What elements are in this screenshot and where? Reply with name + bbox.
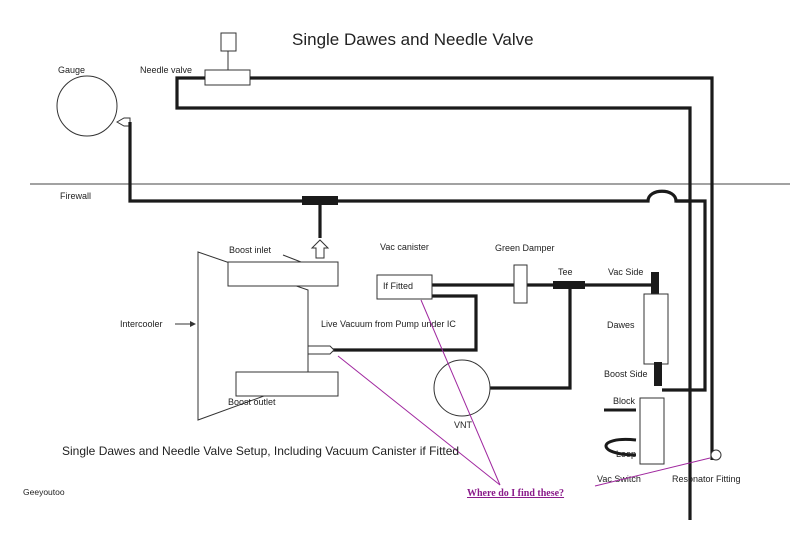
boost-inlet-pipe [227,261,339,287]
needle-valve-body [204,69,251,86]
dawes-vac-fitting [651,272,659,296]
if-fitted-label: If Fitted [383,281,413,291]
live-vacuum-label: Live Vacuum from Pump under IC [321,319,456,329]
vacuum-lines [128,76,714,520]
boost-inlet-label: Boost inlet [229,245,272,255]
gauge-dial [56,75,118,137]
gauge-label: Gauge [58,65,85,75]
live-vacuum-line [331,294,478,352]
needle-valve-line-right [250,76,714,460]
vac-switch-label: Vac Switch [597,474,641,484]
boost-side-label: Boost Side [604,369,648,379]
gauge [56,75,131,137]
green-damper [513,264,528,304]
vac-switch [639,397,665,465]
leader-to-live-vacuum [337,355,501,486]
leader-to-canister [420,299,501,486]
green-damper-label: Green Damper [495,243,555,253]
dawes-valve [643,272,669,386]
firewall-run-line [302,189,690,203]
caption: Single Dawes and Needle Valve Setup, Inc… [62,444,459,458]
credit: Geeyoutoo [23,487,65,497]
intercooler-pointer-head [190,321,196,327]
boost-side-return-line [662,199,707,392]
loop-hose [604,437,637,457]
dawes-label: Dawes [607,320,635,330]
needle-valve [204,32,251,86]
intercooler [175,251,339,421]
question-leaders [337,299,711,487]
block-label: Block [613,396,636,406]
diagram-title: Single Dawes and Needle Valve [292,30,534,49]
question-annotation: Where do I find these? [467,488,564,499]
vac-canister-label: Vac canister [380,242,429,252]
vnt-label: VNT [454,420,473,430]
resonator-fitting [710,449,722,461]
needle-valve-label: Needle valve [140,65,192,75]
dawes-body [643,293,669,365]
boost-outlet-pipe [235,371,339,397]
dawes-boost-fitting [654,362,662,386]
vnt-actuator [433,359,491,417]
intercooler-label: Intercooler [120,319,163,329]
vac-canister [376,274,433,300]
gauge-fitting [115,117,131,127]
live-vacuum-nipple [307,345,335,355]
needle-valve-knob [220,32,237,52]
firewall-label: Firewall [60,191,91,201]
firewall-tee [302,196,338,205]
tee-label: Tee [558,267,573,277]
tee-fitting [553,281,585,289]
loop-label: Loop [616,449,636,459]
leader-to-resonator [594,457,711,487]
needle-valve-line-left [175,76,692,520]
tee-to-vnt-line [488,285,572,390]
resonator-fitting-label: Resonator Fitting [672,474,741,484]
boost-inlet-leader [282,254,302,263]
boost-outlet-label: Boost outlet [228,397,276,407]
gauge-line [128,122,302,203]
boost-inlet-arrow [310,239,330,259]
vac-side-label: Vac Side [608,267,643,277]
